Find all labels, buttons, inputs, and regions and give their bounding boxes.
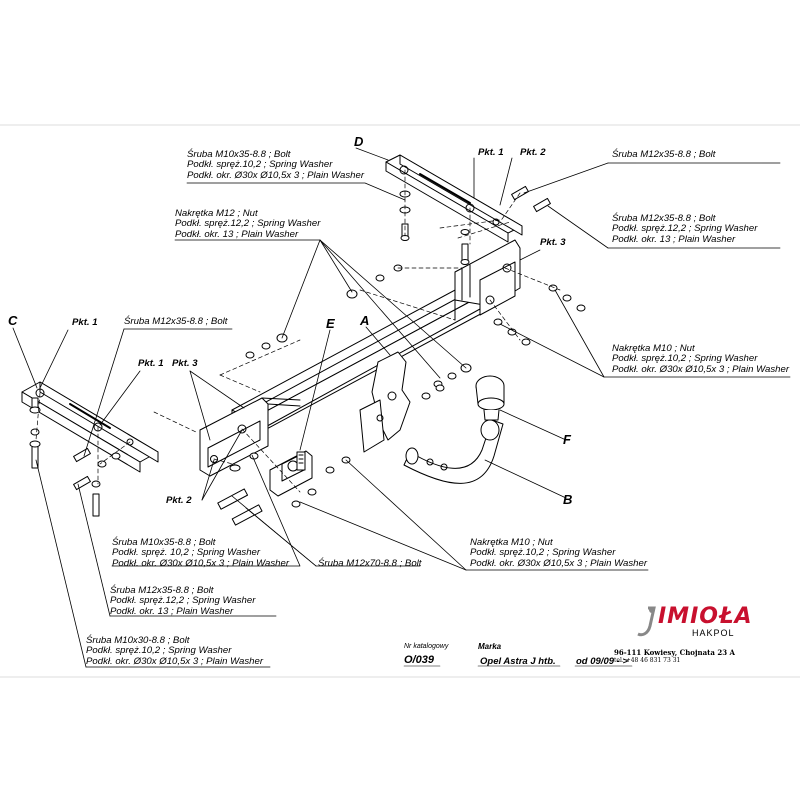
model-year-range: od 09/09 - > — [576, 656, 629, 667]
callout-line: Nakrętka M10 ; Nut — [612, 343, 695, 354]
right-bracket — [454, 239, 521, 321]
ball-cap-F — [475, 375, 505, 421]
point-label-pkt2-top: Pkt. 2 — [520, 147, 546, 158]
company-logo: IMIOŁA HAKPOL — [636, 604, 752, 640]
point-label-pkt1-top: Pkt. 1 — [478, 147, 504, 158]
callout-line: Podkł. spręż.12,2 ; Spring Washer — [612, 223, 758, 235]
callout-line: Śruba M12x35-8.8 ; Bolt — [612, 213, 716, 224]
callout-nut-m12: Nakrętka M12 ; Nut Podkł. spręż.12,2 ; S… — [175, 208, 321, 240]
company-phone: tel. +48 46 831 73 31 — [614, 657, 681, 664]
part-label-C: C — [8, 313, 18, 328]
callout-line: Podkł. spręż.12,2 ; Spring Washer — [175, 218, 321, 230]
callout-line: Podkł. okr. Ø30x Ø10,5x 3 ; Plain Washer — [187, 169, 365, 181]
callout-line: Podkł. okr. Ø30x Ø10,5x 3 ; Plain Washer — [112, 557, 290, 569]
callout-line: Podkł. spręż.12,2 ; Spring Washer — [110, 595, 256, 607]
callout-line: Podkł. spręż.10,2 ; Spring Washer — [187, 159, 333, 171]
callout-top-bolt-m10: Śruba M10x35-8.8 ; Bolt Podkł. spręż.10,… — [187, 149, 365, 181]
callout-line: Śruba M12x35-8.8 ; Bolt — [124, 316, 228, 327]
callout-line: Nakrętka M12 ; Nut — [175, 208, 258, 219]
callout-line: Podkł. okr. 13 ; Plain Washer — [612, 233, 736, 245]
brand-label: Marka — [478, 642, 502, 651]
callout-line: Nakrętka M10 ; Nut — [470, 537, 553, 548]
callout-line: Śruba M12x35-8.8 ; Bolt — [110, 585, 214, 596]
callout-line: Podkł. okr. Ø30x Ø10,5x 3 ; Plain Washer — [612, 363, 790, 375]
leader-lines — [12, 147, 791, 668]
vehicle-model: Opel Astra J htb. — [480, 656, 556, 667]
crossbar-A — [229, 281, 489, 446]
side-bar-D — [385, 154, 523, 243]
towball-logo-icon — [637, 606, 656, 637]
part-label-B: B — [563, 492, 573, 507]
callout-bottom-bolt-m12x70: Śruba M12x70-8.8 ; Bolt — [318, 558, 422, 569]
callout-line: Podkł. okr. Ø30x Ø10,5x 3 ; Plain Washer — [86, 655, 264, 667]
callout-bottom-bolt-m10x30: Śruba M10x30-8.8 ; Bolt Podkł. spręż.10,… — [86, 635, 264, 667]
callout-line: Podkł. spręż.10,2 ; Spring Washer — [612, 353, 758, 365]
point-label-pkt1-left-b: Pkt. 1 — [138, 358, 164, 369]
company-name: IMIOŁA — [658, 604, 753, 629]
company-address: 96-111 Kowiesy, Chojnata 23 A — [614, 648, 735, 657]
point-label-pkt3-left: Pkt. 3 — [172, 358, 198, 369]
part-label-E: E — [326, 316, 335, 331]
catalog-number-label: Nr katalogowy — [404, 643, 449, 650]
point-label-pkt2-bottom: Pkt. 2 — [166, 495, 192, 506]
part-label-D: D — [354, 134, 364, 149]
left-fasteners — [29, 397, 351, 526]
assembly-dashed-lines — [35, 169, 561, 493]
towball-neck-B — [403, 419, 504, 484]
callout-line: Podkł. okr. Ø30x Ø10,5x 3 ; Plain Washer — [470, 557, 648, 569]
callout-bottom-nut-m10: Nakrętka M10 ; Nut Podkł. spręż.10,2 ; S… — [470, 537, 648, 569]
callout-right-bolt-m12: Śruba M12x35-8.8 ; Bolt Podkł. spręż.12,… — [612, 213, 758, 245]
callout-line: Podkł. okr. 13 ; Plain Washer — [110, 605, 234, 617]
callout-line: Podkł. spręż.10,2 ; Spring Washer — [470, 547, 616, 559]
center-hanger-plate — [359, 351, 411, 453]
catalog-number: O/039 — [404, 654, 434, 666]
part-label-F: F — [563, 432, 571, 447]
callout-line: Śruba M12x70-8.8 ; Bolt — [318, 558, 422, 569]
callout-line: Śruba M12x35-8.8 ; Bolt — [612, 149, 716, 160]
callout-right-nut-m10: Nakrętka M10 ; Nut Podkł. spręż.10,2 ; S… — [612, 343, 790, 375]
callout-line: Śruba M10x30-8.8 ; Bolt — [86, 635, 190, 646]
callout-line: Śruba M10x35-8.8 ; Bolt — [187, 149, 291, 160]
side-bar-C — [21, 381, 159, 473]
callout-line: Śruba M10x35-8.8 ; Bolt — [112, 537, 216, 548]
point-label-pkt3-top: Pkt. 3 — [540, 237, 566, 248]
company-subname: HAKPOL — [692, 628, 735, 638]
callout-bottom-bolt-m12: Śruba M12x35-8.8 ; Bolt Podkł. spręż.12,… — [110, 585, 256, 617]
callout-line: Podkł. spręż.10,2 ; Spring Washer — [86, 645, 232, 657]
callout-line: Podkł. spręż. 10,2 ; Spring Washer — [112, 547, 261, 559]
part-label-A: A — [360, 313, 370, 328]
callout-bottom-bolt-m10: Śruba M10x35-8.8 ; Bolt Podkł. spręż. 10… — [112, 537, 290, 569]
callout-left-bolt-m12-single: Śruba M12x35-8.8 ; Bolt — [124, 316, 228, 327]
socket-plate-E — [269, 450, 313, 497]
callout-right-bolt-m12-single: Śruba M12x35-8.8 ; Bolt — [612, 149, 716, 160]
point-label-pkt1-left-a: Pkt. 1 — [72, 317, 98, 328]
callout-line: Podkł. okr. 13 ; Plain Washer — [175, 228, 299, 240]
